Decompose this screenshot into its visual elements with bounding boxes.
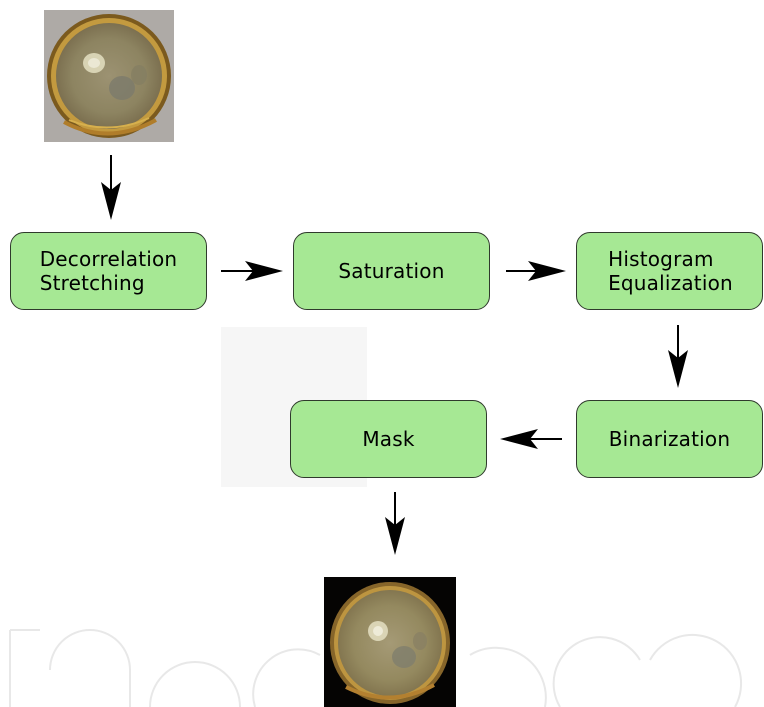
arrow-saturation-to-histogram: [506, 261, 566, 281]
step-binarization: Binarization: [576, 400, 763, 478]
input-specimen-picture: [44, 10, 174, 142]
step-saturation: Saturation: [293, 232, 490, 310]
arrow-histogram-to-binarization: [668, 325, 688, 388]
step-histogram-equalization: Histogram Equalization: [576, 232, 763, 310]
input-image: [44, 10, 174, 142]
step-label: Histogram Equalization: [608, 247, 733, 295]
step-label: Mask: [362, 427, 415, 451]
arrow-decorrelation-to-saturation: [221, 261, 283, 281]
step-decorrelation-stretching: Decorrelation Stretching: [10, 232, 207, 310]
output-masked-specimen-picture: [324, 577, 456, 707]
arrow-binarization-to-mask: [500, 429, 562, 449]
arrow-input-to-decorrelation: [101, 155, 121, 220]
step-label: Decorrelation Stretching: [39, 247, 178, 295]
arrow-mask-to-output: [385, 492, 405, 555]
step-mask: Mask: [290, 400, 487, 478]
step-label: Saturation: [338, 259, 445, 283]
output-image: [324, 577, 456, 707]
step-label: Binarization: [608, 427, 731, 451]
